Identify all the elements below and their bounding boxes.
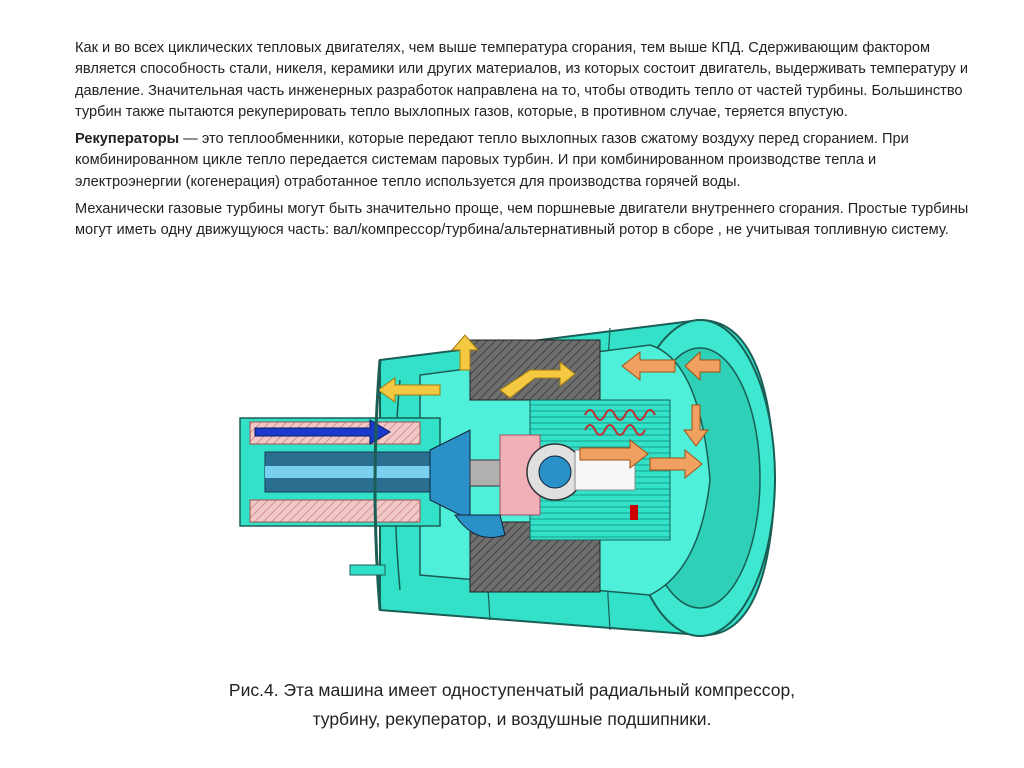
term-recuperators: Рекуператоры [75,131,180,148]
rotor-assembly [429,429,638,538]
paragraph-mechanics: Механически газовые турбины могут быть з… [75,199,975,242]
paragraph-text: Как и во всех циклических тепловых двига… [75,40,968,120]
figure-caption: Рис.4. Эта машина имеет одноступенчатый … [0,676,1024,734]
turbine-cutaway-figure [230,300,790,660]
warm-air-arrow [377,334,576,403]
caption-line-1: Рис.4. Эта машина имеет одноступенчатый … [228,680,796,700]
body-text: Как и во всех циклических тепловых двига… [75,38,975,248]
flow-arrows [254,334,721,480]
hot-exhaust-arrow [579,350,721,480]
turbine-cutaway-illustration [239,318,777,637]
paragraph-text: — это теплообменники, которые передают т… [75,131,909,190]
paragraph-efficiency: Как и во всех циклических тепловых двига… [75,38,975,123]
cold-air-arrow [254,419,391,445]
front-flange [349,359,386,611]
paragraph-text: Механически газовые турбины могут быть з… [75,201,969,239]
combustor-coils [584,409,656,436]
paragraph-recuperators: Рекуператоры — это теплообменники, котор… [75,129,975,193]
caption-line-2: турбину, рекуператор, и воздушные подшип… [312,709,712,729]
